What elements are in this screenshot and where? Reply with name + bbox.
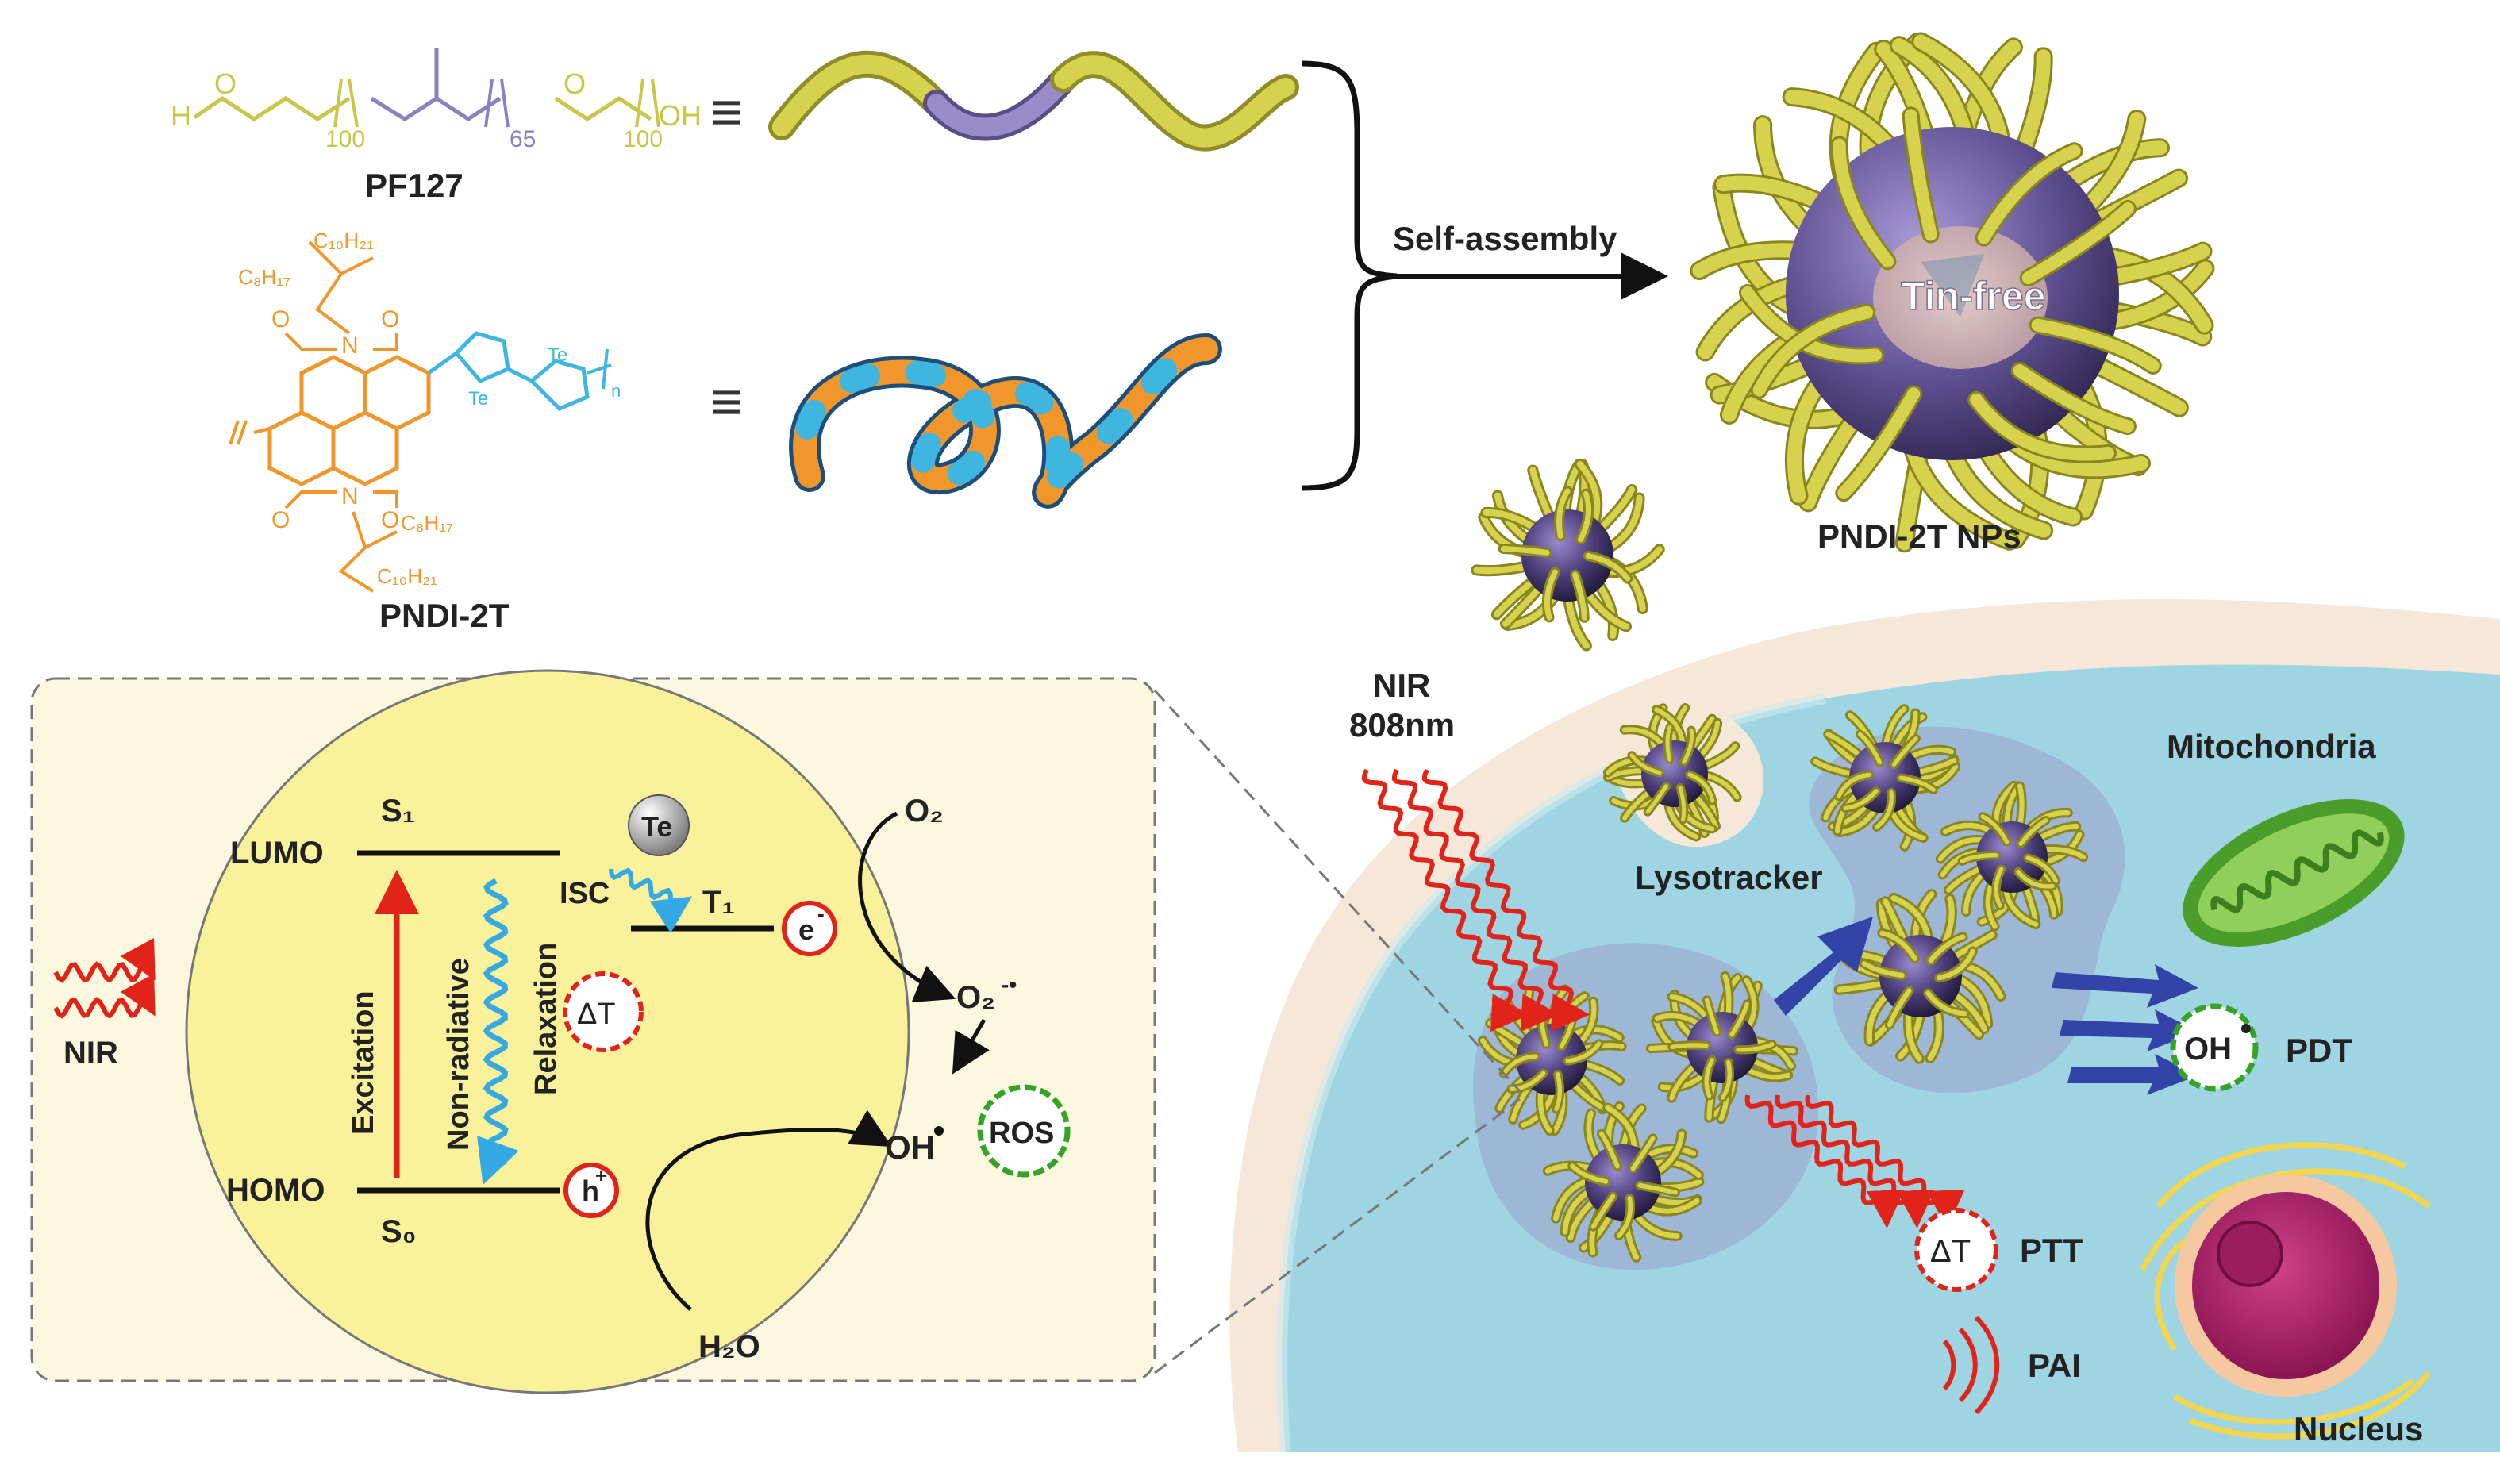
pndi-2t-nanoparticle: Tin-free [1690,32,2215,553]
t1-label: T₁ [702,885,735,920]
nucleus [2140,1142,2431,1440]
nucleus-label: Nucleus [2294,1410,2423,1447]
pf127-n1: 100 [325,126,365,152]
pndi-te-1: Te [468,388,488,409]
inset-nir-waves [53,937,156,1019]
pf127-o2: O [563,67,586,100]
pf127-oh: OH [659,99,702,132]
zoom-line-top [1153,689,1521,1093]
cell-oh-label: OH [2184,1032,2232,1067]
ptt-label: PTT [2020,1232,2083,1269]
pndi-o-tl: O [271,306,290,333]
pndi-n-subscript: n [611,381,621,401]
nanoparticle-lysosome-1 [1810,704,1961,852]
cell-delta-t-label: ΔT [1930,1234,1971,1269]
pndi-o-tr: O [381,306,399,333]
lumo-label: LUMO [230,836,324,871]
pf127-structure: H O 100 65 O 100 OH [171,48,702,152]
pf127-label: PF127 [365,167,463,204]
ptt-waves [1744,1094,1965,1228]
nanoparticle-endocytosing [1603,703,1742,842]
pndi-o-bl: O [271,507,290,533]
electron-charge: - [817,902,825,925]
pdt-label: PDT [2286,1032,2352,1069]
hydroxyl-label: OH [885,1128,935,1166]
nanoparticle-endosome-3 [1542,1101,1705,1263]
inset-delta-t-label: ΔT [577,998,616,1031]
nanoparticle-endosome-2 [1645,971,1799,1125]
pai-label: PAI [2028,1347,2081,1384]
s1-label: S₁ [381,794,415,829]
pf127-equiv: ≡ [710,81,743,143]
electron-label: e [798,913,814,946]
isc-label: ISC [560,877,610,910]
pndi-2t-polymer-strand [789,333,1222,509]
lysotracker-arrow [1774,917,1873,1016]
excitation-label: Excitation [347,990,380,1135]
cell-nir-wavelength: 808nm [1349,706,1455,744]
relaxation-label: Relaxation [529,943,563,1095]
pndi-te-2: Te [548,344,567,366]
hole-label: h [582,1175,599,1207]
self-assembly-label: Self-assembly [1393,220,1617,257]
s0-label: S₀ [381,1214,417,1249]
superoxide-charge: -• [1002,972,1017,997]
pndi-2t-structure: C₁₀H₂₁ C₈H₁₇ O O N O O N C₈H₁₇ C₁₀H₂₁ Te… [229,229,621,593]
mechanism-inset: NIR S₁ S₀ LUMO HOMO T₁ Excitation Non-ra… [30,669,1156,1394]
mitochondria-label: Mitochondria [2167,728,2376,765]
pndi-c10h21-bottom: C₁₀H₂₁ [377,564,437,588]
inset-nir-label: NIR [63,1036,118,1071]
grouping-brace [1301,60,1398,491]
pndi-c10h21-top: C₁₀H₂₁ [313,229,374,252]
pf127-o1: O [214,67,237,100]
nanoparticle-lysosome-2 [1935,780,2089,932]
pf127-polymer-strand [768,50,1299,152]
pndi-n-bottom: N [341,483,359,509]
te-atom-label: Te [641,810,672,843]
lysotracker-label: Lysotracker [1635,859,1823,896]
ros-label: ROS [989,1117,1054,1150]
nonradiative-label: Non-radiative [442,958,475,1151]
pf127-n3: 100 [623,126,663,152]
photoacoustic-waves [1942,1315,2000,1415]
nanoparticle-lysosome-3 [1833,889,2006,1064]
pdt-arrows [2052,964,2198,1095]
pndi-c8h17-bottom: C₈H₁₇ [401,511,453,535]
pndi-n-top: N [341,333,359,359]
cell-hydroxyl-radical-badge: OH [2170,1003,2259,1092]
mitochondrion [2183,799,2405,947]
tellurium-atom [628,794,690,856]
zoom-line-bottom [1154,1098,1521,1374]
pndi-c8h17-top: C₈H₁₇ [238,265,290,289]
pndi-equiv: ≡ [710,371,743,433]
pndi-o-br: O [381,507,399,533]
o2-label: O₂ [905,794,944,829]
cell-nir-label: NIR [1373,667,1430,704]
pndi-2t-nps-label: PNDI-2T NPs [1817,517,2021,555]
homo-label: HOMO [226,1173,325,1208]
cell-heat-badge: ΔT [1914,1208,1998,1292]
superoxide-label: O₂ [956,980,995,1015]
pf127-n2: 65 [510,126,536,152]
pf127-h: H [171,99,191,132]
hole-charge: + [595,1163,607,1187]
nir-808nm-waves [1361,768,1590,1032]
h2o-label: H₂O [698,1329,760,1364]
pndi-2t-label: PNDI-2T [379,597,510,634]
free-nanoparticle [1471,458,1665,652]
